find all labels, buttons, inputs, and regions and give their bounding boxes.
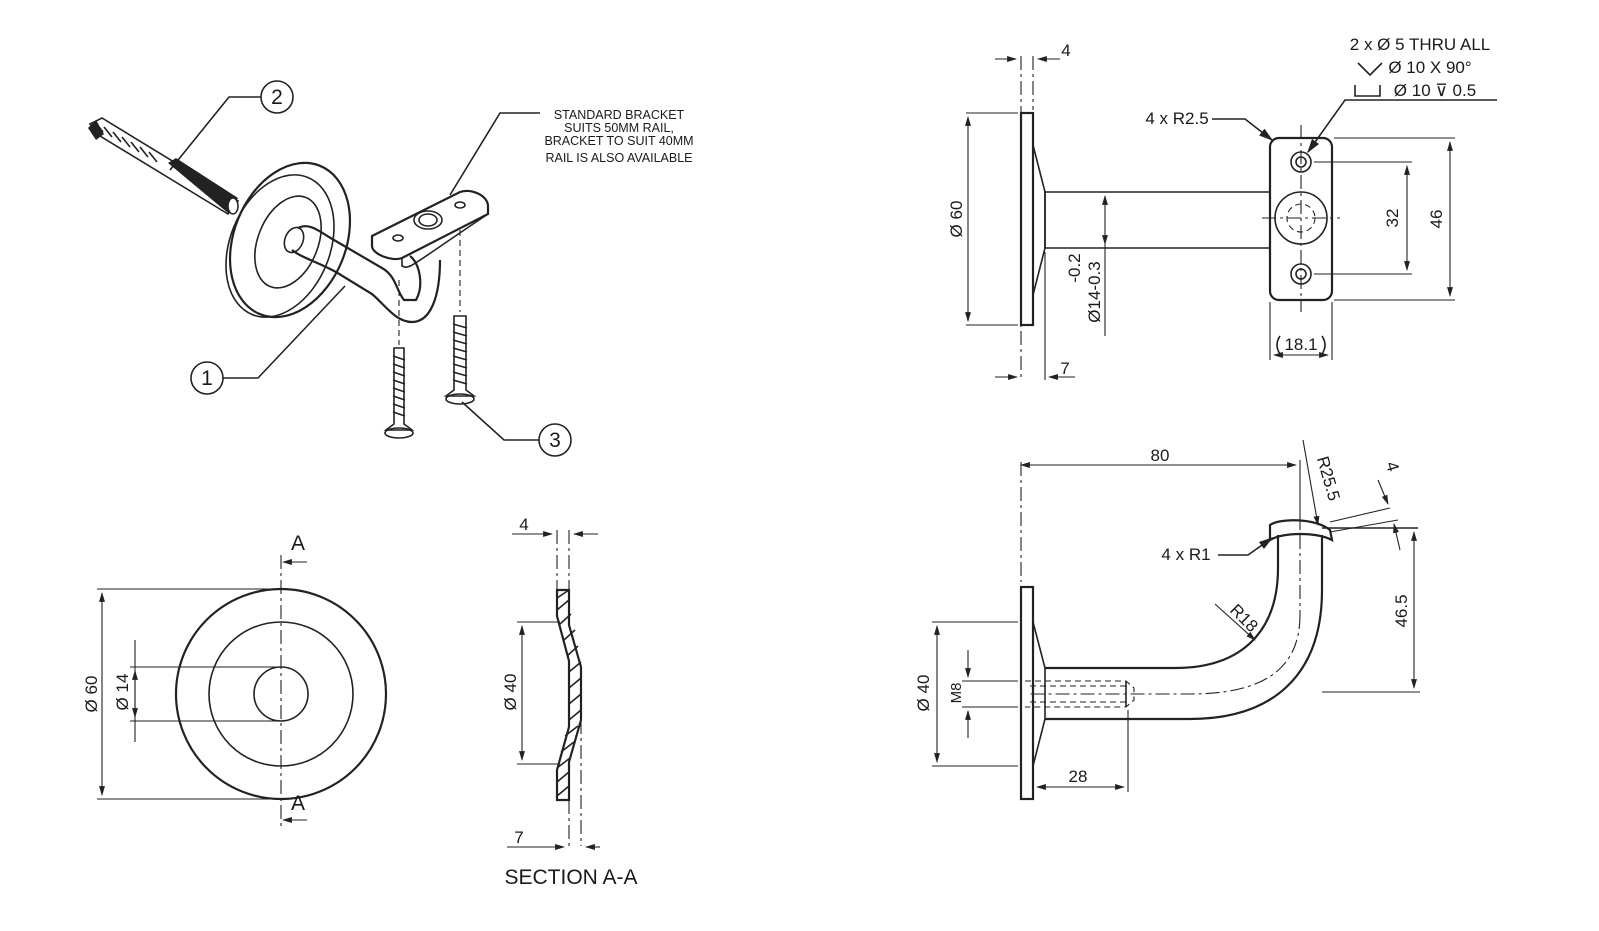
- svg-text:M8: M8: [948, 683, 965, 704]
- elevation-view: 80 R25.5 4 4 x R1 R18 46.5 Ø 40 M8 28: [914, 439, 1420, 801]
- svg-text:R25.5: R25.5: [1313, 454, 1344, 503]
- svg-text:80: 80: [1151, 446, 1170, 465]
- svg-text:A: A: [291, 532, 305, 555]
- wood-screw-right: [443, 230, 477, 405]
- svg-text:4 x R2.5: 4 x R2.5: [1145, 109, 1208, 128]
- svg-text:2: 2: [271, 86, 283, 109]
- svg-text:Ø 10 X 90°: Ø 10 X 90°: [1388, 58, 1471, 77]
- rosette: [225, 161, 352, 319]
- svg-text:4: 4: [1382, 459, 1403, 473]
- balloon-2: 2: [169, 80, 294, 171]
- svg-text:Ø 40: Ø 40: [914, 675, 933, 712]
- svg-text:4: 4: [519, 515, 528, 534]
- lag-screw: [88, 117, 240, 216]
- svg-text:Ø14-0.3: Ø14-0.3: [1085, 261, 1104, 322]
- wood-screw-left: [383, 280, 415, 439]
- svg-text:STANDARD BRACKET: STANDARD BRACKET: [554, 108, 685, 122]
- svg-text:7: 7: [1060, 359, 1069, 378]
- svg-text:BRACKET TO SUIT 40MM: BRACKET TO SUIT 40MM: [544, 134, 693, 148]
- svg-text:R18: R18: [1226, 600, 1261, 635]
- svg-text:46.5: 46.5: [1392, 594, 1411, 627]
- svg-text:-0.2: -0.2: [1065, 253, 1084, 282]
- saddle-plate: [370, 189, 490, 268]
- isometric-view: 1 2 3 STANDARD BRACKET SUITS 50MM RAIL, …: [88, 80, 694, 457]
- svg-text:28: 28: [1069, 767, 1088, 786]
- svg-text:RAIL IS ALSO AVAILABLE: RAIL IS ALSO AVAILABLE: [545, 151, 692, 165]
- svg-text:Ø 10 ⊽ 0.5: Ø 10 ⊽ 0.5: [1394, 81, 1476, 100]
- balloon-3: 3: [461, 401, 572, 457]
- svg-text:A: A: [291, 792, 305, 815]
- section-a-a: 4 Ø 40 7 SECTION A-A: [501, 515, 638, 889]
- svg-text:SUITS 50MM RAIL,: SUITS 50MM RAIL,: [564, 121, 674, 135]
- rosette-front-view: A A Ø 60 Ø 14: [82, 532, 388, 830]
- plate-view: 2 x Ø 5 THRU ALL Ø 10 X 90° Ø 10 ⊽ 0.5 4…: [1145, 35, 1497, 360]
- section-title: SECTION A-A: [504, 866, 637, 889]
- balloon-1: 1: [190, 285, 346, 395]
- svg-text:4 x R1: 4 x R1: [1161, 545, 1210, 564]
- svg-text:1: 1: [201, 367, 213, 390]
- svg-text:Ø 60: Ø 60: [82, 676, 101, 713]
- side-view: 4 Ø 60 -0.2 Ø14-0.3 7: [947, 41, 1270, 380]
- svg-text:46: 46: [1427, 210, 1446, 229]
- svg-text:18.1: 18.1: [1284, 335, 1317, 354]
- bracket-note: STANDARD BRACKET SUITS 50MM RAIL, BRACKE…: [449, 108, 694, 196]
- svg-text:Ø 60: Ø 60: [947, 201, 966, 238]
- bracket-arm: [283, 225, 442, 324]
- svg-text:7: 7: [514, 828, 523, 847]
- svg-text:4: 4: [1061, 41, 1070, 60]
- svg-text:Ø 40: Ø 40: [501, 674, 520, 711]
- svg-text:3: 3: [549, 429, 561, 452]
- svg-text:Ø 14: Ø 14: [113, 674, 132, 711]
- svg-text:2 x Ø 5 THRU ALL: 2 x Ø 5 THRU ALL: [1350, 35, 1490, 54]
- svg-text:32: 32: [1383, 209, 1402, 228]
